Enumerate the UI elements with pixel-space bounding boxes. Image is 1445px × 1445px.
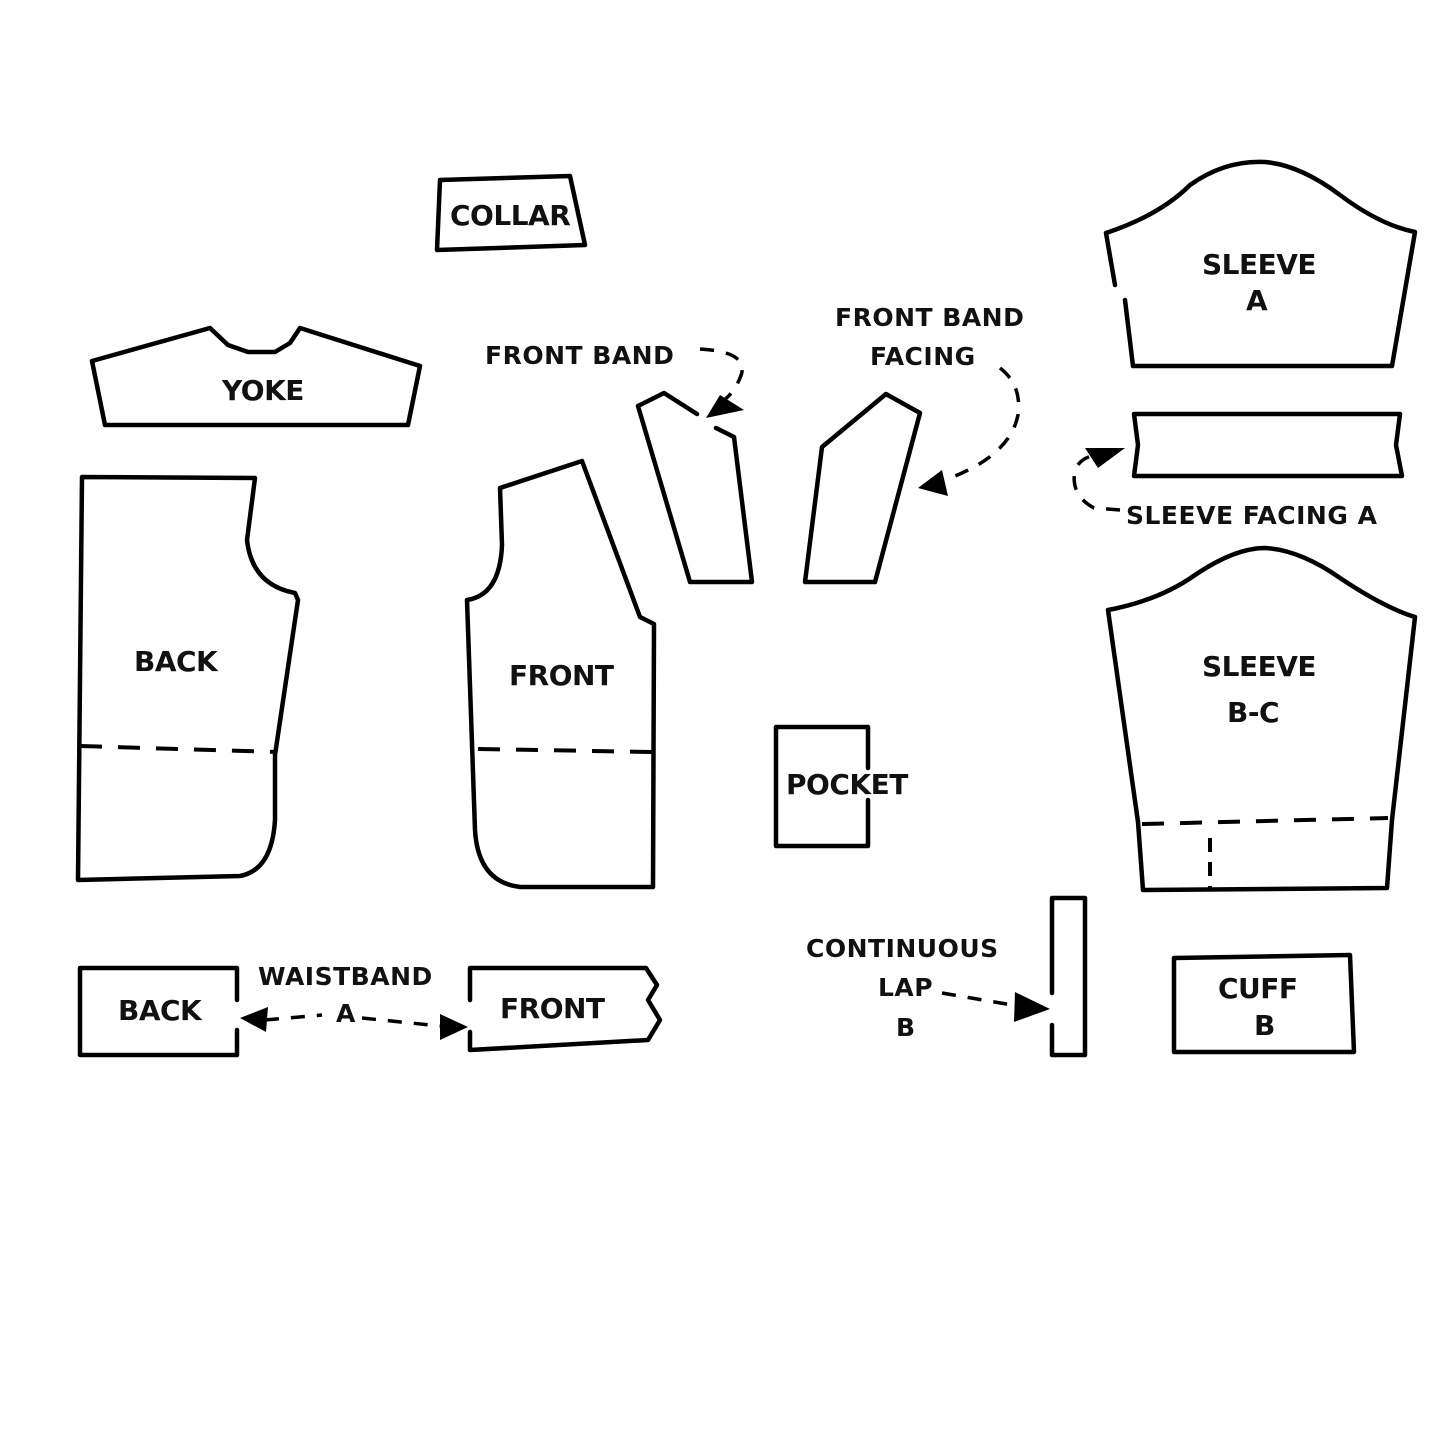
cuff-piece: CUFF B bbox=[1171, 952, 1357, 1055]
waistband-arrowhead-right-icon bbox=[440, 1014, 468, 1040]
sleeve-bc-fold-line bbox=[1141, 816, 1389, 826]
front-band-facing-arrowhead-icon bbox=[918, 470, 948, 496]
cuff-label-line2: B bbox=[1254, 1009, 1275, 1042]
front-band-piece: FRONT BAND bbox=[485, 341, 755, 585]
collar-piece: COLLAR bbox=[434, 173, 588, 253]
sleeve-bc-label-line2: B-C bbox=[1227, 696, 1279, 729]
sleeve-facing-arrowhead-icon bbox=[1085, 448, 1125, 468]
sleeve-bc-piece: SLEEVE B-C bbox=[1105, 545, 1418, 893]
yoke-piece: YOKE bbox=[89, 325, 423, 428]
continuous-lap-label-line3: B bbox=[896, 1013, 916, 1042]
waistband-front-piece: FRONT bbox=[467, 965, 663, 1053]
front-band-facing-arrow bbox=[949, 366, 1021, 480]
waistband-arrow-left bbox=[264, 1013, 323, 1022]
sleeve-a-label-line2: A bbox=[1246, 284, 1268, 317]
pocket-label: POCKET bbox=[786, 768, 908, 801]
front-hem-fold-line bbox=[477, 747, 654, 754]
waistband-front-label: FRONT bbox=[500, 992, 605, 1025]
collar-label: COLLAR bbox=[450, 199, 570, 232]
front-band-label: FRONT BAND bbox=[485, 341, 674, 370]
waistband-back-label: BACK bbox=[118, 994, 203, 1027]
front-band-arrow bbox=[699, 347, 744, 405]
continuous-lap-arrowhead-icon bbox=[1014, 992, 1050, 1022]
continuous-lap-label-line2: LAP bbox=[878, 973, 933, 1002]
continuous-lap-label-line1: CONTINUOUS bbox=[806, 934, 999, 963]
waistband-label-line2: A bbox=[336, 999, 356, 1028]
waistband-arrow-right bbox=[361, 1016, 441, 1028]
front-band-facing-piece: FRONT BAND FACING bbox=[802, 303, 1024, 585]
back-hem-fold-line bbox=[79, 744, 278, 754]
back-piece: BACK bbox=[75, 474, 301, 883]
waistband-annotation: WAISTBAND A bbox=[240, 962, 468, 1040]
yoke-label: YOKE bbox=[221, 374, 304, 407]
continuous-lap-piece: CONTINUOUS LAP B bbox=[806, 895, 1088, 1058]
waistband-label-line1: WAISTBAND bbox=[258, 962, 433, 991]
sleeve-a-piece: SLEEVE A bbox=[1103, 159, 1418, 369]
continuous-lap-arrow bbox=[941, 991, 1013, 1007]
front-label: FRONT bbox=[509, 659, 614, 692]
waistband-arrowhead-left-icon bbox=[240, 1007, 268, 1032]
sleeve-facing-arrow bbox=[1072, 453, 1121, 512]
sleeve-facing-a-label: SLEEVE FACING A bbox=[1126, 501, 1378, 530]
sleeve-facing-a-piece: SLEEVE FACING A bbox=[1072, 411, 1405, 530]
cuff-label-line1: CUFF bbox=[1218, 972, 1298, 1005]
sleeve-a-label-line1: SLEEVE bbox=[1202, 248, 1316, 281]
waistband-back-piece: BACK bbox=[77, 965, 240, 1058]
pocket-piece: POCKET bbox=[773, 724, 909, 849]
front-band-facing-label-line1: FRONT BAND bbox=[835, 303, 1024, 332]
front-band-arrowhead-icon bbox=[706, 395, 744, 418]
front-band-facing-label-line2: FACING bbox=[870, 342, 976, 371]
back-label: BACK bbox=[134, 645, 219, 678]
front-piece: FRONT bbox=[464, 458, 657, 890]
sleeve-bc-label-line1: SLEEVE bbox=[1202, 650, 1316, 683]
